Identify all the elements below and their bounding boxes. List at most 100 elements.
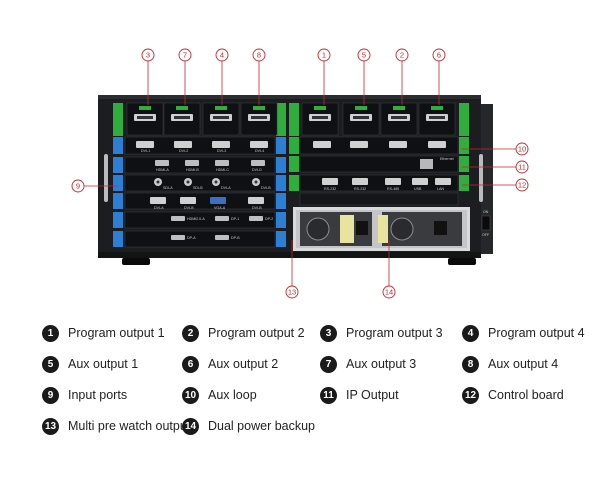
control-port-2 — [385, 178, 401, 185]
dp-port-row3-0 — [171, 216, 185, 221]
legend-label: Aux output 2 — [208, 357, 279, 371]
hdmi-label-1: HDMI-B — [186, 168, 199, 172]
dp-label-row3-1: DP-1 — [231, 217, 239, 221]
control-port-1 — [352, 178, 368, 185]
output-card-tag-1 — [176, 106, 188, 110]
callout-circle-top-2 — [215, 48, 229, 62]
callout-circle-side-2 — [515, 160, 529, 174]
hdmi-label-0: HDMI-A — [156, 168, 169, 172]
legend-label: Multi pre watch output — [68, 419, 191, 433]
bracket-midr-row2 — [289, 137, 299, 154]
input-bracket-right-0 — [276, 157, 286, 173]
legend-label: Dual power backup — [208, 419, 316, 433]
legend-label: Aux output 4 — [488, 357, 559, 371]
legend-label: Program output 3 — [346, 326, 443, 340]
callout-number-side-1: 10 — [518, 145, 526, 154]
output-card-tag-5 — [355, 106, 367, 110]
control-label-3: USB — [414, 187, 422, 191]
power-switch-rocker — [481, 215, 491, 231]
callout-circle-side-1 — [515, 142, 529, 156]
vga-label-0: DVI-A — [154, 206, 164, 210]
callout-circle-top-6 — [395, 48, 409, 62]
callout-number-bottom-0: 13 — [288, 288, 296, 297]
legend-label: Aux output 3 — [346, 357, 417, 371]
row2-right-dvi-0 — [313, 141, 331, 148]
psu-2-fan — [390, 217, 414, 241]
bracket-right-top — [459, 103, 469, 136]
legend-badge: 5 — [42, 355, 59, 373]
psu-2-handle — [378, 215, 388, 243]
input-bracket-right-3 — [276, 212, 286, 228]
legend-badge: 3 — [320, 324, 337, 342]
bracket-mid-right-top — [289, 103, 299, 136]
sdi-bnc-core-1 — [186, 180, 190, 184]
legend-label: Program output 1 — [68, 326, 165, 340]
dp-label-row4-1: DP-B — [231, 236, 240, 240]
dvi-port-pins-3 — [251, 116, 267, 119]
bracket-left-top — [113, 103, 123, 136]
input-bracket-right-2 — [276, 193, 286, 209]
hdmi-label-3: DVI-D — [252, 168, 262, 172]
control-label-1: RS-232 — [354, 187, 366, 191]
row2-left-dvi-1 — [174, 141, 192, 148]
legend-label: Program output 4 — [488, 326, 585, 340]
row2-left-label-3: DVI-4 — [255, 149, 264, 153]
handle-right — [479, 154, 483, 202]
sdi-bnc-core-3 — [254, 180, 258, 184]
vga-port-1 — [180, 197, 196, 204]
psu-1-socket — [356, 221, 368, 235]
legend-label: Control board — [488, 388, 564, 402]
vga-port-3 — [248, 197, 264, 204]
callout-circle-top-1 — [178, 48, 192, 62]
output-card-tag-7 — [431, 106, 443, 110]
card-left-row2 — [124, 136, 276, 155]
control-label-4: LAN — [437, 187, 444, 191]
callout-number-top-6: 2 — [400, 51, 404, 60]
legend-badge: 6 — [182, 355, 199, 373]
input-card-1 — [124, 174, 276, 192]
hdmi-port-0 — [155, 160, 169, 166]
ethernet-label: Ethernet — [440, 157, 454, 161]
control-port-3 — [412, 178, 428, 185]
legend-item-5: 5 Aux output 1 — [42, 353, 138, 375]
dvi-port-pins-5 — [353, 116, 369, 119]
hdmi-label-2: HDMI-C — [216, 168, 229, 172]
input-card-3 — [124, 211, 276, 229]
bracket-ctrl — [289, 175, 299, 191]
callout-circle-bottom-1 — [382, 285, 396, 299]
row2-right-dvi-2 — [389, 141, 407, 148]
input-bracket-left-2 — [113, 193, 123, 209]
sdi-bnc-core-2 — [214, 180, 218, 184]
row2-right-dvi-3 — [428, 141, 446, 148]
input-bracket-right-4 — [276, 231, 286, 247]
dvi-port-pins-7 — [429, 116, 445, 119]
callout-number-top-7: 6 — [437, 51, 441, 60]
bracket-eth-right — [459, 156, 469, 172]
bracket-mid-row2 — [276, 137, 286, 154]
legend-label: Aux output 1 — [68, 357, 139, 371]
input-bracket-left-0 — [113, 157, 123, 173]
control-port-4 — [435, 178, 451, 185]
dp-port-row3-1 — [215, 216, 229, 221]
callout-circle-side-0 — [71, 179, 85, 193]
bracket-left-row2 — [113, 137, 123, 154]
dp-port-row4-0 — [171, 235, 185, 240]
sdi-label-0: SDI-A — [163, 186, 173, 190]
row2-right-dvi-1 — [350, 141, 368, 148]
power-switch: ON OFF — [481, 210, 491, 237]
ethernet-port — [420, 159, 433, 169]
switch-on-label: ON — [483, 210, 489, 214]
legend-badge: 2 — [182, 324, 199, 342]
legend-item-3: 3 Program output 3 — [320, 322, 443, 344]
callout-circle-top-7 — [432, 48, 446, 62]
dp-port-row4-1 — [215, 235, 229, 240]
row2-left-dvi-3 — [250, 141, 268, 148]
output-card-tag-6 — [393, 106, 405, 110]
